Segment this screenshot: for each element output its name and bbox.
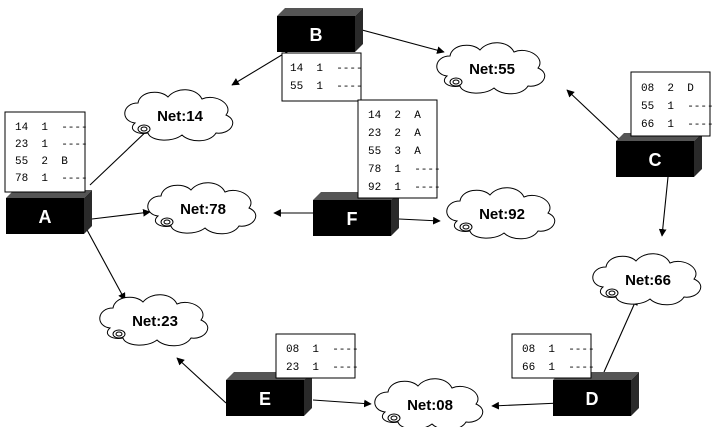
link-b-net14 <box>231 49 291 86</box>
table-row: 14 1 ---- <box>15 122 88 134</box>
link-d-net08 <box>491 401 561 410</box>
network-net92: Net:92 <box>446 187 556 240</box>
router-c: C <box>616 133 702 177</box>
link-a-net78 <box>91 209 151 220</box>
routing-table-a: 14 1 ---- 23 1 ---- 55 2 B 78 1 ---- <box>4 111 88 193</box>
network-net08: Net:08 <box>374 378 484 427</box>
link-c-net66 <box>658 176 669 237</box>
table-row: 08 1 ---- <box>286 344 359 356</box>
router-label: F <box>347 209 358 229</box>
link-e-net23 <box>176 357 227 404</box>
table-row: 14 1 ---- <box>290 63 363 75</box>
network-net55: Net:55 <box>436 42 546 95</box>
link-c-net55 <box>566 89 621 141</box>
table-row: 66 1 ---- <box>522 362 595 374</box>
table-row: 23 2 A <box>368 128 421 140</box>
networks: Net:14 Net:55 Net:78 Net:92 Net:66 <box>99 42 702 427</box>
link-a-net23 <box>85 227 126 301</box>
network-net14: Net:14 <box>124 89 234 142</box>
router-a: A <box>6 190 92 234</box>
net-label: Net:55 <box>469 61 515 78</box>
table-row: 78 1 ---- <box>15 173 88 185</box>
net-label: Net:08 <box>407 397 453 414</box>
router-f: F <box>313 192 399 236</box>
routing-table-e: 08 1 ---- 23 1 ---- <box>275 333 359 379</box>
routing-table-d: 08 1 ---- 66 1 ---- <box>511 333 595 379</box>
table-row: 14 2 A <box>368 110 421 122</box>
table-row: 92 1 ---- <box>368 182 441 194</box>
link-f-net92 <box>398 216 441 225</box>
net-label: Net:14 <box>157 108 204 125</box>
router-label: C <box>649 150 662 170</box>
net-label: Net:92 <box>479 206 525 223</box>
network-net23: Net:23 <box>99 294 209 347</box>
net-label: Net:78 <box>180 201 226 218</box>
table-row: 78 1 ---- <box>368 164 441 176</box>
table-row: 23 1 ---- <box>15 139 88 151</box>
table-row: 55 1 ---- <box>641 101 714 113</box>
table-row: 08 1 ---- <box>522 344 595 356</box>
router-label: E <box>259 389 271 409</box>
link-b-net55 <box>361 29 445 54</box>
net-label: Net:66 <box>625 272 671 289</box>
net-label: Net:23 <box>132 313 178 330</box>
network-net78: Net:78 <box>147 182 257 235</box>
routing-table-c: 08 2 D 55 1 ---- 66 1 ---- <box>630 71 714 137</box>
routing-tables: 14 1 ---- 23 1 ---- 55 2 B 78 1 ---- 14 … <box>4 52 714 379</box>
link-a-net14 <box>89 125 153 186</box>
router-label: B <box>310 25 323 45</box>
table-row: 23 1 ---- <box>286 362 359 374</box>
table-row: 55 1 ---- <box>290 81 363 93</box>
network-net66: Net:66 <box>592 253 702 306</box>
router-label: A <box>39 207 52 227</box>
routing-table-b: 14 1 ---- 55 1 ---- <box>281 52 363 102</box>
table-row: 55 3 A <box>368 146 421 158</box>
links <box>85 29 669 410</box>
link-e-net08 <box>312 399 372 408</box>
router-b: B <box>277 8 363 52</box>
table-row: 08 2 D <box>641 83 694 95</box>
router-d: D <box>553 372 639 416</box>
router-label: D <box>586 389 599 409</box>
table-row: 55 2 B <box>15 156 68 168</box>
router-e: E <box>226 372 312 416</box>
routing-table-f: 14 2 A 23 2 A 55 3 A 78 1 ---- 92 1 ---- <box>357 99 441 199</box>
link-d-net66 <box>603 297 638 373</box>
table-row: 66 1 ---- <box>641 119 714 131</box>
